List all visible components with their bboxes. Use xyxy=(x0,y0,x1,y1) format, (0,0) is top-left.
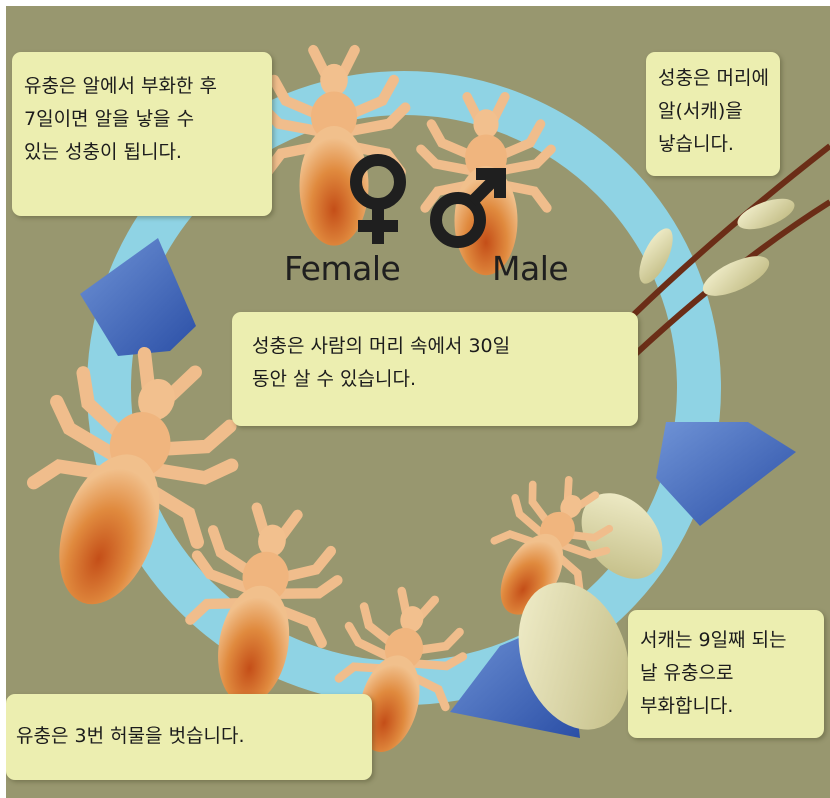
life-cycle-diagram: Female Male 유충은 알에서 부화한 후 7일이면 알을 낳을 수 있… xyxy=(6,6,830,798)
note-adult-lays-eggs: 성충은 머리에 알(서캐)을 낳습니다. xyxy=(646,52,780,176)
note-egg-hatches: 서캐는 9일째 되는 날 유충으로 부화합니다. xyxy=(628,610,824,738)
adult-louse-icon xyxy=(6,331,257,634)
female-label: Female xyxy=(284,249,400,288)
note-adult-lifespan: 성충은 사람의 머리 속에서 30일 동안 살 수 있습니다. xyxy=(232,312,638,426)
note-molting: 유충은 3번 허물을 벗습니다. xyxy=(6,694,372,780)
male-label: Male xyxy=(492,249,568,288)
note-larva-to-adult: 유충은 알에서 부화한 후 7일이면 알을 낳을 수 있는 성충이 됩니다. xyxy=(12,52,272,216)
egg-icon xyxy=(697,248,774,304)
female-symbol-icon xyxy=(356,160,400,244)
